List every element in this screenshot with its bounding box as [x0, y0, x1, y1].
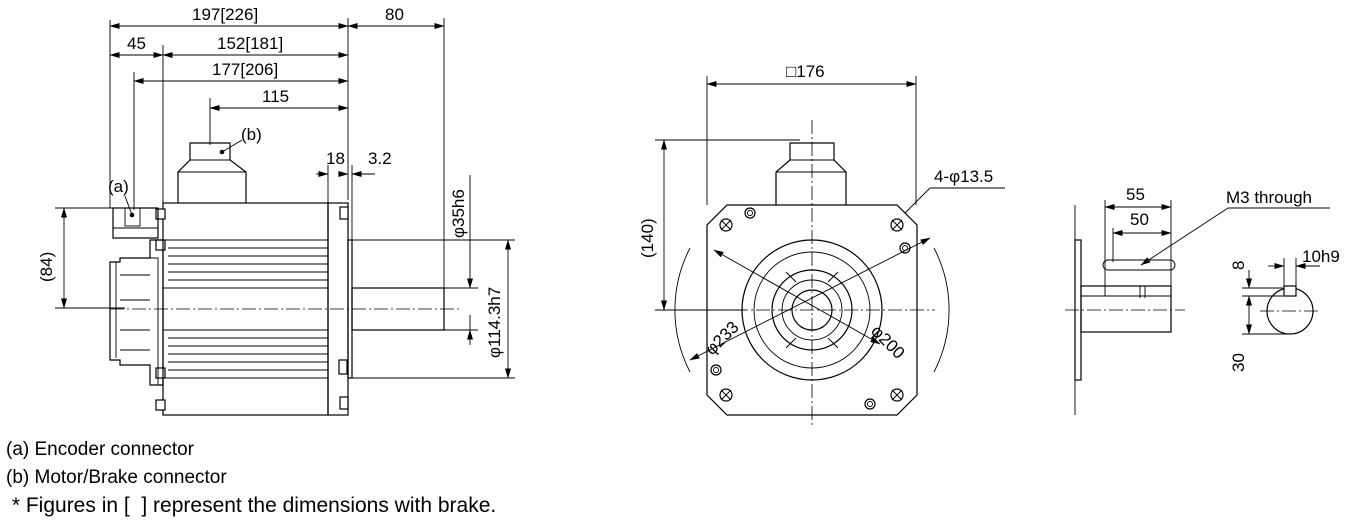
note-encoder: (a) Encoder connector	[6, 439, 194, 460]
dim-spigot-diameter: φ114.3h7	[485, 287, 504, 358]
dim-keyway-length: 50	[1130, 210, 1149, 229]
dim-shaft-section-height: 30	[1229, 353, 1248, 372]
note-motor-brake: (b) Motor/Brake connector	[6, 467, 227, 488]
dim-flange-square: □176	[786, 62, 825, 81]
note-brake-figures: * Figures in [ ] represent the dimension…	[6, 494, 497, 517]
dim-inner-circle: φ200	[867, 321, 908, 362]
label-tapped-hole: M3 through	[1226, 188, 1312, 207]
dim-total-length: 197[226]	[192, 5, 258, 24]
dim-connector-position: 115	[262, 87, 289, 106]
dim-mounting-holes: 4-φ13.5	[934, 167, 993, 186]
side-view	[55, 18, 515, 416]
dim-flange-to-rear: 177[206]	[212, 60, 278, 79]
dim-key-length: 55	[1126, 185, 1145, 204]
dim-shaft-length: 80	[385, 5, 404, 24]
dim-shaft-diameter: φ35h6	[449, 189, 468, 238]
front-view	[655, 76, 1005, 425]
label-b: (b)	[241, 125, 262, 144]
dim-front-height: (140)	[638, 218, 657, 258]
shaft-detail	[1065, 200, 1330, 415]
dim-flange-thickness: 18	[326, 149, 345, 168]
dim-body-length: 152[181]	[217, 34, 283, 53]
dim-key-width: 10h9	[1302, 247, 1340, 266]
dim-side-height: (84)	[37, 252, 56, 282]
label-a: (a)	[108, 177, 129, 196]
dim-key-height: 8	[1229, 261, 1248, 270]
dim-spigot-depth: 3.2	[368, 149, 392, 168]
dim-encoder-length: 45	[127, 34, 146, 53]
notes: (a) Encoder connector (b) Motor/Brake co…	[6, 436, 496, 520]
